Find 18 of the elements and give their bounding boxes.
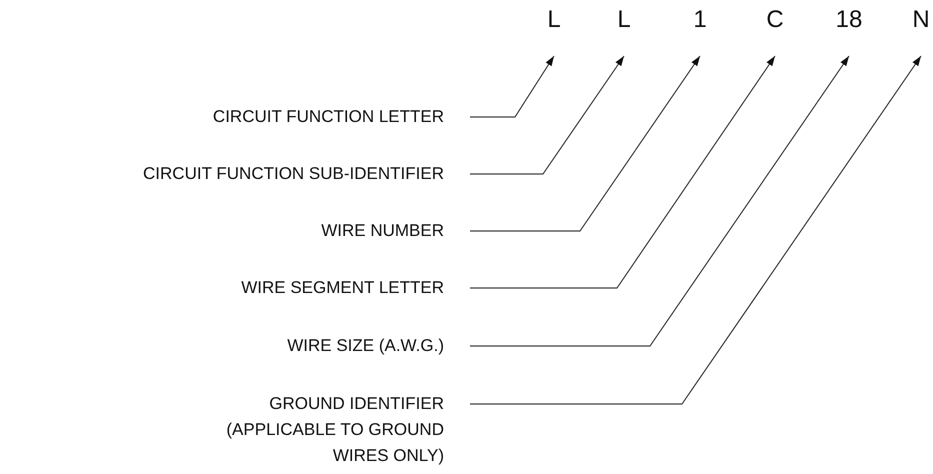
field-description: WIRE NUMBER bbox=[144, 218, 470, 244]
leader-arrow bbox=[470, 56, 922, 404]
code-character: 18 bbox=[836, 6, 862, 56]
field-description: CIRCUIT FUNCTION LETTER bbox=[144, 104, 470, 130]
leader-arrow bbox=[470, 56, 776, 288]
code-character: C bbox=[766, 6, 784, 56]
leader-arrow bbox=[470, 56, 624, 174]
code-character: N bbox=[912, 6, 930, 56]
field-description: WIRE SEGMENT LETTER bbox=[144, 275, 470, 301]
field-description: CIRCUIT FUNCTION SUB-IDENTIFIER bbox=[4, 161, 470, 187]
leader-arrow bbox=[470, 56, 554, 118]
field-description: WIRE SIZE (A.W.G.) bbox=[144, 333, 470, 359]
code-character: 1 bbox=[693, 6, 707, 56]
field-description: GROUND IDENTIFIER (APPLICABLE TO GROUND WIRES ONLY) bbox=[224, 391, 470, 469]
code-character: L bbox=[547, 6, 561, 56]
leader-arrow bbox=[470, 56, 850, 346]
leader-arrow bbox=[470, 56, 700, 232]
code-character: L bbox=[617, 6, 631, 56]
